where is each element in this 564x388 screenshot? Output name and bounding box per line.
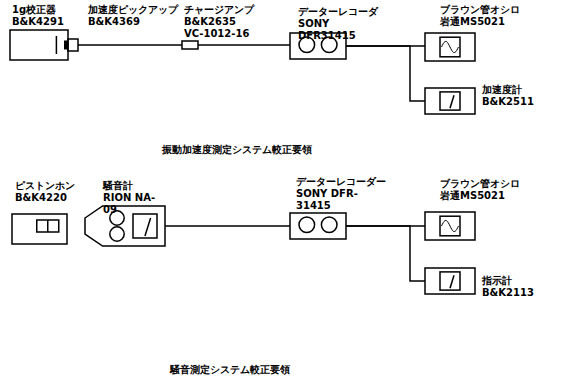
charge-amp-symbol bbox=[182, 41, 198, 49]
oscilloscope-symbol bbox=[425, 33, 475, 61]
signal-cable bbox=[346, 46, 425, 101]
device-label: ブラウン管オシロ 岩通MS5021 bbox=[440, 178, 526, 202]
oscilloscope-symbol bbox=[425, 212, 475, 240]
pistonphone-symbol bbox=[12, 214, 67, 244]
charge-amp: チャージアンプ B&K2635 VC-1012-16 bbox=[182, 41, 198, 49]
signal-cable bbox=[165, 225, 290, 227]
pistonphone: ピストンホン B&K4220 bbox=[12, 214, 67, 244]
device-label: 加速度ピックアップ B&K4369 bbox=[88, 4, 184, 28]
pickup: 加速度ピックアップ B&K4369 bbox=[68, 39, 78, 51]
accelerometer-meter: 加速度計 B&K2511 bbox=[425, 88, 475, 114]
device-label: チャージアンプ B&K2635 VC-1012-16 bbox=[184, 4, 258, 40]
data-recorder: データーレコーダー SONY DFR-31415 bbox=[290, 213, 346, 239]
signal-cable bbox=[78, 44, 182, 46]
data-recorder-symbol bbox=[290, 213, 346, 239]
device-label: データーレコーダー SONY DFR-31415 bbox=[296, 176, 392, 212]
device-label: 騒音計 RION NA-09 bbox=[103, 180, 163, 216]
device-label: 指示計 B&K2113 bbox=[482, 275, 532, 299]
indicator-meter-symbol bbox=[425, 268, 475, 294]
signal-cable bbox=[346, 226, 425, 281]
accelerometer-meter-symbol bbox=[425, 88, 475, 114]
pickup-symbol bbox=[68, 39, 78, 51]
figure-caption: 振動加速度測定システム較正要領 bbox=[137, 144, 337, 156]
device-label: 加速度計 B&K2511 bbox=[482, 84, 532, 108]
calibrator-symbol bbox=[10, 30, 68, 60]
device-label: 1g校正器 B&K4291 bbox=[12, 4, 66, 28]
indicator-meter: 指示計 B&K2113 bbox=[425, 268, 475, 294]
oscilloscope: ブラウン管オシロ 岩通MS5021 bbox=[425, 33, 475, 61]
signal-cable bbox=[198, 44, 290, 46]
sound-level-meter: 騒音計 RION NA-09 bbox=[85, 206, 165, 246]
device-label: ピストンホン B&K4220 bbox=[15, 180, 79, 204]
calibrator: 1g校正器 B&K4291 bbox=[10, 30, 68, 60]
device-label: ブラウン管オシロ 岩通MS5021 bbox=[440, 4, 526, 28]
figure-caption: 騒音測定システム較正要領 bbox=[130, 364, 330, 376]
data-recorder: データーレコーダ SONY DFR31415 bbox=[290, 33, 346, 59]
sound-level-meter-symbol bbox=[85, 206, 165, 246]
oscilloscope: ブラウン管オシロ 岩通MS5021 bbox=[425, 212, 475, 240]
device-label: データーレコーダ SONY DFR31415 bbox=[298, 6, 384, 42]
